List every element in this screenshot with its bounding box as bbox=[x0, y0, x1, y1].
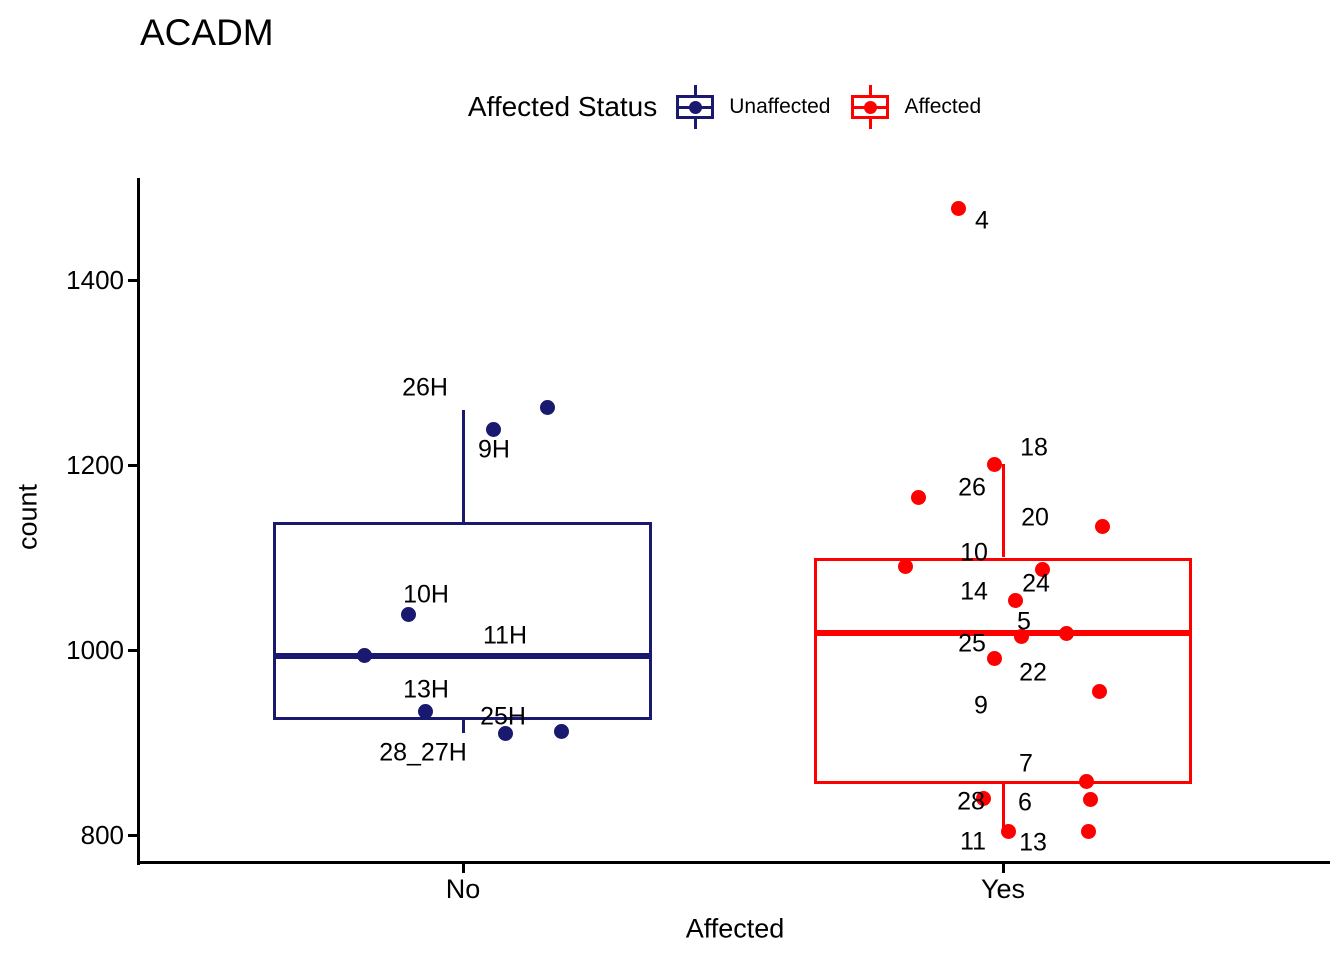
point-label: 13 bbox=[1019, 828, 1047, 857]
key-dot bbox=[688, 100, 702, 114]
point-label: 9H bbox=[478, 435, 510, 464]
jitter-point bbox=[485, 422, 501, 438]
x-category-label: Yes bbox=[980, 874, 1026, 904]
jitter-point bbox=[1058, 625, 1074, 641]
point-label: 25H bbox=[480, 702, 526, 731]
jitter-point bbox=[553, 723, 569, 739]
point-label: 13H bbox=[403, 675, 449, 704]
jitter-point bbox=[539, 400, 555, 416]
whisker-high bbox=[1001, 464, 1005, 558]
point-label: 26 bbox=[958, 473, 986, 502]
boxplot-key-icon bbox=[675, 85, 715, 129]
legend-title: Affected Status bbox=[467, 91, 658, 122]
legend-item-label: Affected bbox=[904, 95, 982, 118]
x-tick-mark bbox=[461, 864, 465, 873]
point-label: 28 bbox=[957, 787, 985, 816]
point-label: 24 bbox=[1022, 569, 1050, 598]
point-label: 10 bbox=[960, 538, 988, 567]
jitter-point bbox=[1000, 823, 1016, 839]
box-yes bbox=[814, 557, 1192, 785]
y-tick-label: 800 bbox=[80, 820, 124, 850]
legend-item-unaffected: Unaffected bbox=[675, 85, 830, 129]
y-tick-label: 1200 bbox=[66, 450, 124, 480]
point-label: 18 bbox=[1020, 433, 1048, 462]
jitter-point bbox=[1078, 773, 1094, 789]
y-axis-line bbox=[137, 178, 140, 865]
jitter-point bbox=[497, 725, 513, 741]
whisker-low bbox=[1001, 784, 1005, 831]
x-axis-line bbox=[137, 861, 1330, 864]
point-label: 28_27H bbox=[379, 738, 467, 767]
x-category-label: No bbox=[445, 874, 481, 904]
legend-item-affected: Affected bbox=[850, 85, 981, 129]
jitter-point bbox=[986, 456, 1002, 472]
y-tick-mark bbox=[128, 463, 137, 467]
y-tick-label: 1000 bbox=[66, 635, 124, 665]
point-label: 26H bbox=[402, 373, 448, 402]
point-label: 20 bbox=[1021, 503, 1049, 532]
y-tick-mark bbox=[128, 833, 137, 837]
jitter-point bbox=[1080, 823, 1096, 839]
median-line bbox=[273, 652, 652, 659]
jitter-point bbox=[986, 650, 1002, 666]
x-tick-mark bbox=[1001, 864, 1005, 873]
point-label: 5 bbox=[1017, 607, 1031, 636]
legend-item-label: Unaffected bbox=[729, 95, 831, 118]
jitter-point bbox=[400, 607, 416, 623]
jitter-point bbox=[950, 201, 966, 217]
jitter-point bbox=[1094, 519, 1110, 535]
point-label: 6 bbox=[1018, 788, 1032, 817]
point-label: 9 bbox=[974, 691, 988, 720]
point-label: 10H bbox=[403, 580, 449, 609]
point-label: 7 bbox=[1019, 749, 1033, 778]
jitter-point bbox=[417, 703, 433, 719]
jitter-point bbox=[1082, 792, 1098, 808]
point-label: 11 bbox=[960, 827, 986, 856]
boxplot-key-icon bbox=[850, 85, 890, 129]
jitter-point bbox=[356, 648, 372, 664]
median-line bbox=[814, 630, 1192, 637]
key-dot bbox=[863, 100, 877, 114]
point-label: 4 bbox=[975, 206, 989, 235]
jitter-point bbox=[975, 790, 991, 806]
y-tick-mark bbox=[128, 648, 137, 652]
x-axis-title: Affected bbox=[685, 913, 785, 944]
legend-items: Unaffected Affected bbox=[675, 85, 1001, 129]
y-tick-label: 1400 bbox=[66, 265, 124, 295]
jitter-point bbox=[1013, 628, 1029, 644]
jitter-point bbox=[897, 559, 913, 575]
whisker-low bbox=[461, 720, 465, 734]
plot-title: ACADM bbox=[140, 12, 274, 53]
point-label: 11H bbox=[482, 621, 528, 650]
jitter-point bbox=[910, 489, 926, 505]
whisker-high bbox=[461, 409, 465, 523]
y-tick-mark bbox=[128, 278, 137, 282]
legend: Affected Status Unaffected Affected bbox=[139, 84, 1330, 130]
point-label: 25 bbox=[958, 629, 986, 658]
jitter-point bbox=[1007, 593, 1023, 609]
point-label: 22 bbox=[1019, 658, 1047, 687]
box-no bbox=[273, 522, 652, 721]
jitter-point bbox=[1091, 684, 1107, 700]
jitter-point bbox=[1034, 562, 1050, 578]
point-label: 14 bbox=[960, 577, 988, 606]
